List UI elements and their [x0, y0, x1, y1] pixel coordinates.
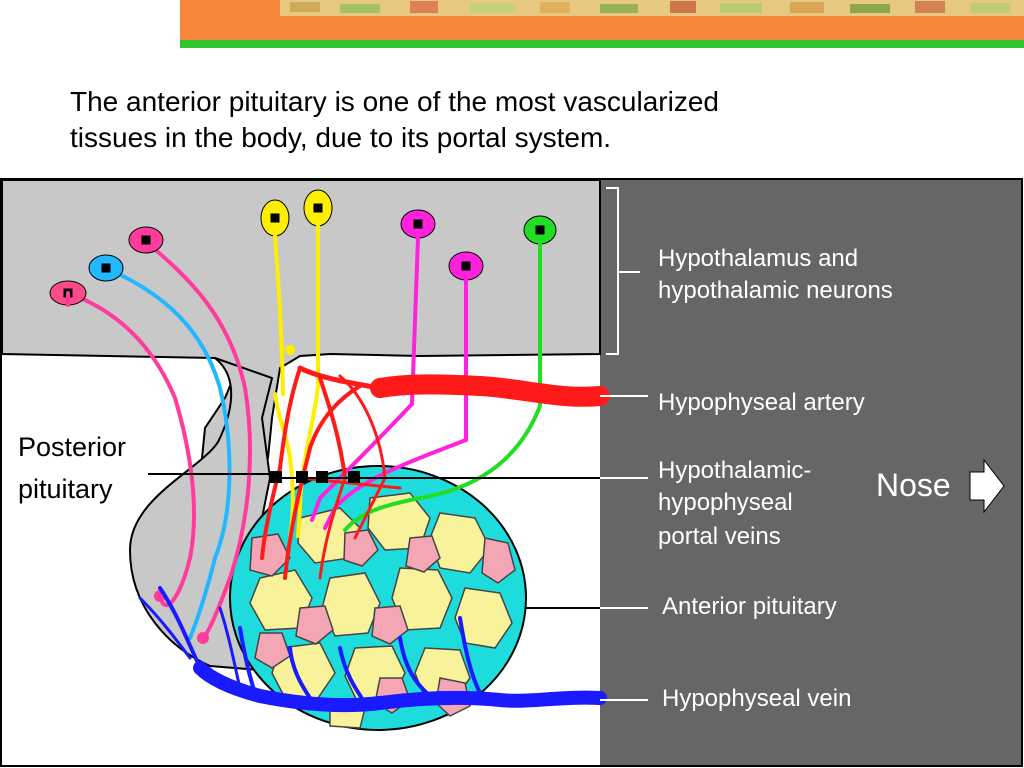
label-hypothalamus-2: hypothalamic neurons: [658, 277, 893, 304]
banner-texture: [280, 0, 1024, 16]
banner-texture-spots: [290, 1, 1010, 13]
label-posterior-1: Posterior: [18, 432, 126, 462]
page-caption: The anterior pituitary is one of the mos…: [70, 84, 970, 156]
label-anterior: Anterior pituitary: [662, 593, 837, 620]
caption-line-1: The anterior pituitary is one of the mos…: [70, 86, 719, 117]
label-vein: Hypophyseal vein: [662, 685, 851, 712]
label-portal-1: Hypothalamic-: [658, 457, 811, 484]
label-posterior-2: pituitary: [18, 474, 113, 504]
label-pointers: [600, 187, 648, 701]
hypophyseal-artery: [260, 365, 610, 580]
label-hypothalamus-1: Hypothalamus and: [658, 245, 858, 272]
pituitary-diagram: Hypothalamus and hypothalamic neurons Hy…: [0, 178, 1024, 768]
neuron-cell-bodies: [49, 189, 557, 306]
banner-green-band: [180, 40, 1024, 48]
top-banner: [180, 0, 1024, 48]
label-artery: Hypophyseal artery: [658, 389, 865, 416]
hypothalamic-neurons: [66, 240, 542, 640]
right-arrow-icon: [969, 458, 1005, 514]
caption-line-2: tissues in the body, due to its portal s…: [70, 122, 612, 153]
label-panel: [600, 180, 1021, 765]
hypophyseal-vein: [138, 586, 607, 713]
anterior-pituitary-gland: [229, 465, 527, 731]
terminal-dots: [154, 345, 295, 644]
portal-vein-connector: [270, 471, 600, 483]
label-portal-3: portal veins: [658, 523, 781, 550]
label-portal-2: hypophyseal: [658, 489, 793, 516]
label-nose: Nose: [876, 467, 951, 503]
